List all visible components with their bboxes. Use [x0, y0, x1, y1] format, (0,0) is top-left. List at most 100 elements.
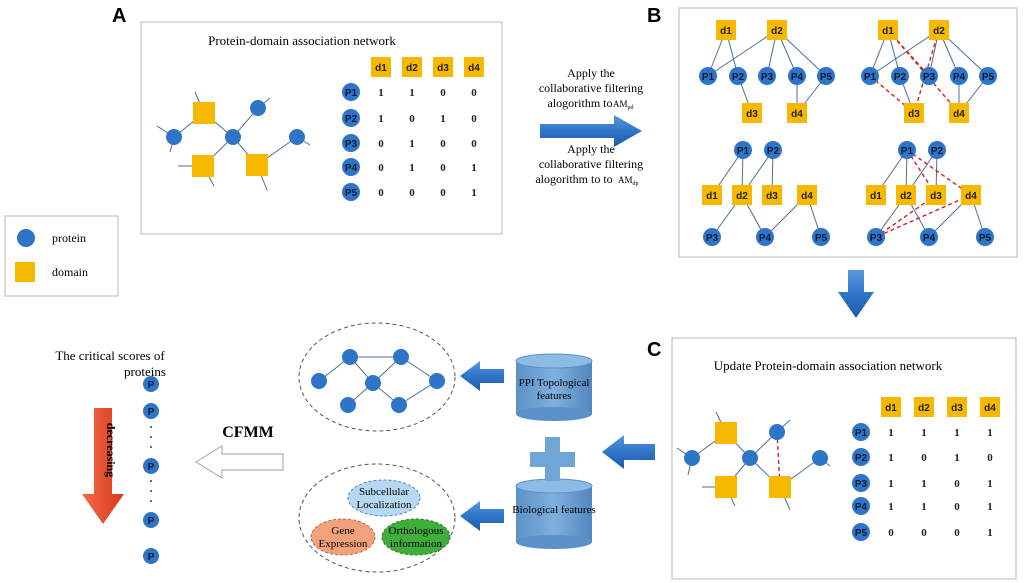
panel-a-matrix-row-P1-label: P1 [345, 88, 358, 99]
panel-b-domain-d1 [866, 185, 886, 205]
panel-b-protein-P5 [979, 67, 997, 85]
panel-a-matrix-cell: 1 [471, 162, 477, 174]
panel-c-matrix-row-P4-label: P4 [855, 502, 868, 513]
panel-a-matrix-cell: 0 [440, 87, 446, 99]
panel-b-inferred-edge [875, 194, 937, 238]
cfmm-arrow [195, 445, 284, 479]
panel-b-protein-P3-label: P3 [761, 72, 774, 83]
panel-a-matrix-col-d4-label: d4 [468, 63, 480, 74]
score-ellipsis-dot: . [150, 481, 153, 495]
panel-a-matrix-cell: 0 [471, 113, 477, 125]
panel-c-matrix-col-d4-label: d4 [984, 403, 996, 414]
panel-a-matrix-row-P2 [342, 109, 360, 127]
panel-c-matrix-row-P5 [852, 523, 870, 541]
subcellular-line-2: Localization [357, 499, 412, 511]
panel-c-protein-node [812, 450, 828, 466]
panel-b-domain-d2-label: d2 [933, 26, 945, 37]
panel-c-matrix-cell: 1 [987, 501, 993, 513]
ppi-node [391, 397, 407, 413]
arrow-bottom-var: AMdp [618, 175, 639, 187]
panel-a-matrix-col-d3-label: d3 [437, 63, 449, 74]
panel-c-matrix-cell: 1 [987, 478, 993, 490]
panel-c-matrix-col-d4 [980, 397, 1000, 417]
panel-a-domain-node [192, 155, 214, 177]
panel-a-protein-node [289, 129, 305, 145]
panel-b-protein-P5-label: P5 [979, 233, 992, 244]
score-ellipsis-dot: . [150, 417, 153, 431]
score-ellipsis-dot: . [150, 491, 153, 505]
panel-c-matrix-cell: 0 [954, 478, 960, 490]
panel-b-inferred-edge [869, 75, 915, 114]
score-node [143, 403, 159, 419]
panel-a-protein-node [225, 129, 241, 145]
gene-line-1: Gene [331, 525, 354, 537]
panel-a-protein-node [166, 129, 182, 145]
panel-b-domain-d3-label: d3 [930, 191, 942, 202]
panel-a-matrix-cell: 0 [409, 187, 415, 199]
ppi-node [342, 349, 358, 365]
panel-b-protein-P4 [950, 67, 968, 85]
panel-c-matrix-cell: 0 [921, 527, 927, 539]
panel-a-matrix-col-d1 [371, 57, 391, 77]
panel-letter-b: B [647, 5, 661, 27]
panel-a-matrix-cell: 1 [378, 87, 384, 99]
panel-b-domain-d3-label: d3 [746, 109, 758, 120]
panel-b-protein-P2 [891, 67, 909, 85]
panel-b-protein-P5-label: P5 [820, 72, 833, 83]
decreasing-arrow [82, 408, 124, 524]
panel-c-protein-node [742, 450, 758, 466]
orthologous-line-1: Orthologous [389, 525, 444, 537]
orthologous-line-2: information [390, 538, 442, 550]
arrow-top-var: AMpd [613, 99, 634, 111]
panel-b-protein-P1 [898, 141, 916, 159]
panel-a-domain-node [193, 102, 215, 124]
panel-b-protein-P2-label: P2 [894, 72, 907, 83]
panel-a-matrix-cell: 0 [440, 187, 446, 199]
ppi-cylinder: PPI Topological features [515, 353, 593, 421]
panel-a-matrix-col-d2-label: d2 [406, 63, 418, 74]
scores-title-line-1: The critical scores of [55, 348, 165, 363]
panel-c-matrix-cell: 0 [954, 527, 960, 539]
panel-b-protein-P1 [734, 141, 752, 159]
panel-b-domain-d1 [878, 20, 898, 40]
score-node-label: P [148, 552, 155, 563]
plus-icon [530, 437, 575, 481]
arrow-top-line-2: collaborative filtering [539, 81, 643, 95]
panel-b-protein-P5 [812, 228, 830, 246]
panel-b-inferred-edge [887, 29, 960, 114]
panel-c-matrix-col-d2-label: d2 [918, 403, 930, 414]
arrow-ppi-to-network [460, 361, 504, 391]
panel-b-inferred-edge [875, 194, 972, 238]
panel-b-domain-d4 [961, 185, 981, 205]
panel-c-matrix-cell: 1 [954, 427, 960, 439]
arrow-a-to-b [540, 115, 642, 147]
panel-b-domain-d2-label: d2 [771, 26, 783, 37]
panel-a-matrix-cell: 0 [471, 138, 477, 150]
panel-c-domain-node [769, 476, 791, 498]
panel-c-box [671, 337, 1017, 580]
panel-b-protein-P3 [703, 228, 721, 246]
panel-letter-c: C [647, 339, 661, 361]
arrow-c-to-features [602, 435, 655, 469]
panel-c-matrix-col-d1-label: d1 [885, 403, 897, 414]
score-ellipsis-dot: . [150, 427, 153, 441]
score-node-label: P [148, 516, 155, 527]
panel-c-domain-node [715, 422, 737, 444]
arrow-bottom-line-2: collaborative filtering [539, 157, 643, 171]
panel-b-protein-P5 [817, 67, 835, 85]
panel-b-domain-d1-label: d1 [706, 191, 718, 202]
panel-b-protein-P4 [788, 67, 806, 85]
panel-c-matrix-cell: 1 [921, 501, 927, 513]
panel-c-matrix-row-P1 [852, 423, 870, 441]
cfmm-label: CFMM [222, 424, 274, 441]
gene-expression-bubble: Gene Expression [310, 518, 376, 556]
ppi-network [311, 349, 445, 413]
panel-c-matrix-cell: 0 [921, 452, 927, 464]
panel-c-matrix-cell: 0 [987, 452, 993, 464]
orthologous-bubble: Orthologous information [381, 518, 451, 556]
panel-b-domain-d1-label: d1 [720, 26, 732, 37]
panel-c-matrix-row-P3-label: P3 [855, 479, 868, 490]
panel-b-protein-P1-label: P1 [702, 72, 715, 83]
panel-a-network [156, 91, 311, 191]
panel-c-domain-node [715, 476, 737, 498]
